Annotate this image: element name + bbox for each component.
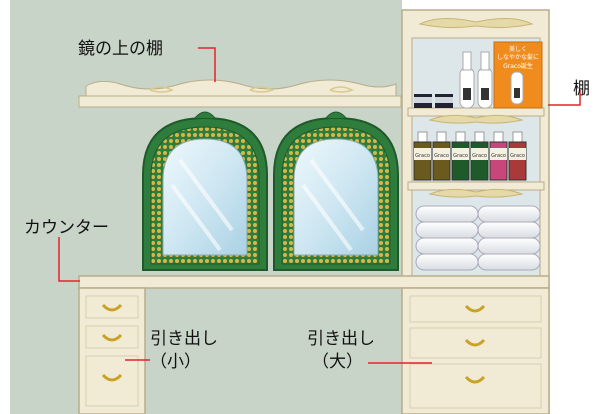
bottle-brand-text: Graco	[415, 153, 430, 159]
label-shelf: 棚	[573, 79, 590, 99]
label-counter: カウンター	[24, 218, 109, 238]
product-box-line1: 美しく	[509, 45, 527, 53]
bottle-cap	[493, 131, 504, 143]
bottle	[451, 141, 470, 181]
pointer-lines	[58, 47, 581, 364]
product-box-line3: Graco誕生	[503, 62, 533, 70]
counter	[78, 275, 550, 289]
bottle-brand-text: Graco	[434, 153, 449, 159]
bottle-row: Graco Graco Graco Graco Graco Graco	[413, 131, 527, 181]
label-drawer-small: 引き出し	[150, 329, 218, 349]
mirror-left	[142, 111, 268, 271]
bottle	[508, 141, 527, 181]
label-drawer-large: 引き出し	[307, 329, 375, 349]
bottle	[489, 141, 508, 181]
right-cabinet	[401, 287, 550, 414]
bottle-label	[433, 148, 450, 160]
bottle-label	[509, 148, 526, 160]
label-drawer-small-size: （小）	[150, 352, 201, 372]
bottle-label	[490, 148, 507, 160]
mirror-right	[273, 111, 399, 271]
towel-stack	[415, 205, 541, 271]
bottle	[470, 141, 489, 181]
mirror-shelf	[78, 79, 402, 108]
bottle-cap	[455, 131, 466, 143]
bottle	[432, 141, 451, 181]
bottle-brand-text: Graco	[453, 153, 468, 159]
bottle-cap	[474, 131, 485, 143]
bottle	[413, 141, 432, 181]
label-drawer-large-size: （大）	[312, 352, 363, 372]
bottle-label	[414, 148, 431, 160]
bottle-label	[471, 148, 488, 160]
bottle-brand-text: Graco	[510, 153, 525, 159]
product-box-line2: しなやかな髪に	[497, 53, 539, 61]
bottle-cap	[417, 131, 428, 143]
left-cabinet	[78, 287, 146, 414]
label-shelf-above-mirror: 鏡の上の棚	[78, 39, 163, 59]
bottle-brand-text: Graco	[472, 153, 487, 159]
bottle-cap	[512, 131, 523, 143]
bottle-label	[452, 148, 469, 160]
bottle-cap	[436, 131, 447, 143]
bottle-brand-text: Graco	[491, 153, 506, 159]
